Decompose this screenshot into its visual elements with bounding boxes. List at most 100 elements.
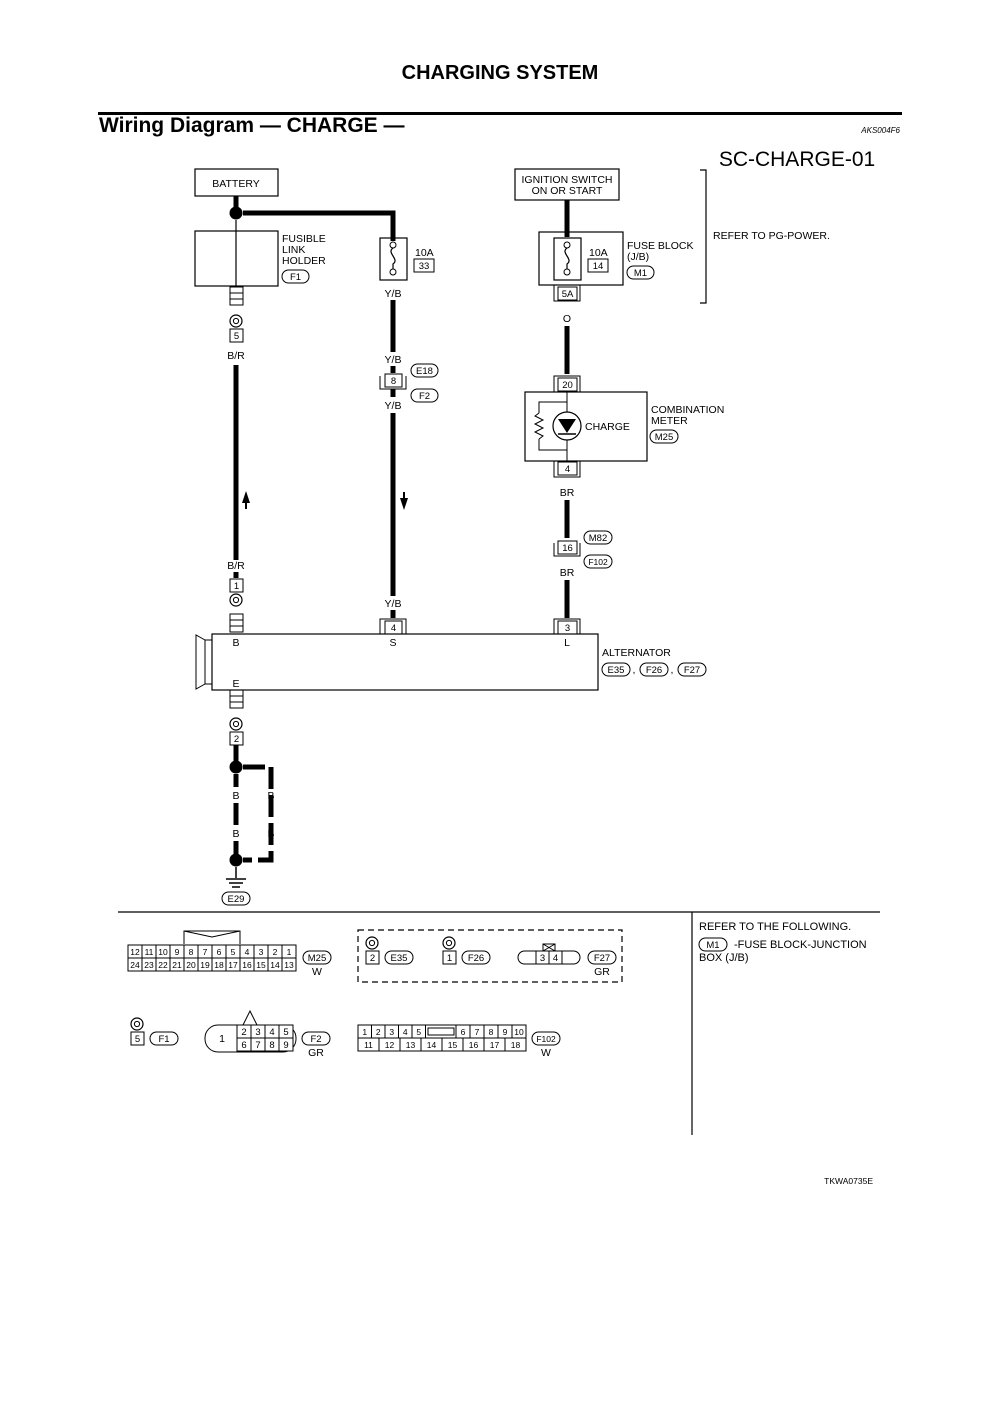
pin-label: 16	[469, 1040, 479, 1050]
title-rule	[98, 112, 902, 115]
pin-meter-20: 20	[562, 380, 573, 391]
key-slot	[427, 1027, 455, 1036]
pin-label: 11	[145, 947, 154, 957]
combination-meter-label-1: COMBINATION	[651, 404, 724, 416]
alternator-s-terminal: 4	[379, 618, 407, 635]
legend-f1-pin: 5	[135, 1034, 140, 1045]
pin-label: 6	[461, 1027, 466, 1037]
refer-following-desc-1: -FUSE BLOCK-JUNCTION	[734, 939, 867, 951]
alternator-l-terminal: 3	[553, 618, 581, 635]
doc-code: AKS004F6	[861, 126, 900, 135]
svg-text:,: ,	[633, 664, 636, 676]
pin-s-4: 4	[391, 623, 396, 634]
pin-m82-16: 16	[562, 543, 573, 554]
pin-cell	[281, 957, 297, 972]
splice-ground-top	[229, 760, 243, 774]
wire-color-b-4: B	[267, 828, 274, 840]
pin-label: 17	[490, 1040, 500, 1050]
ground-icon	[226, 878, 246, 888]
fusible-link-label-3: HOLDER	[282, 255, 326, 267]
legend-f2-color: GR	[308, 1047, 324, 1059]
wire-color-yb-4: Y/B	[385, 598, 402, 610]
pin-b-1: 1	[234, 581, 239, 592]
conn-m82-label: M82	[589, 533, 607, 544]
pin-e-2: 2	[234, 734, 239, 745]
legend-f27-color: GR	[594, 966, 610, 978]
pin-label: 18	[511, 1040, 521, 1050]
terminal-l-label: L	[564, 637, 570, 649]
conn-e35-label: E35	[608, 665, 625, 676]
ignition-switch-label-2: ON OR START	[532, 185, 603, 197]
pin-label: 23	[144, 960, 154, 970]
pin-label: 5	[416, 1027, 421, 1037]
wire-color-br-bottom: B/R	[227, 560, 245, 572]
pin-label: 1	[287, 947, 292, 957]
pin-label: 3	[389, 1027, 394, 1037]
pin-label: 9	[283, 1040, 288, 1051]
pin-label: 14	[270, 960, 280, 970]
pin-label: 2	[273, 947, 278, 957]
refer-following-title: REFER TO THE FOLLOWING.	[699, 921, 851, 933]
conn-m25-label: M25	[655, 432, 673, 443]
pin-label: 7	[203, 947, 208, 957]
meter-4-terminal: 4	[553, 461, 581, 478]
splice-ground-bottom	[229, 853, 243, 867]
pin-label: 8	[189, 947, 194, 957]
pin-l-3: 3	[565, 623, 570, 634]
fusible-link-label-2: LINK	[282, 244, 305, 256]
terminal-e-label: E	[232, 678, 239, 690]
pin-label: 8	[269, 1040, 274, 1051]
legend-m25-color: W	[312, 966, 322, 978]
fuse-block: 10A 14 FUSE BLOCK (J/B) M1	[538, 231, 694, 286]
wire-color-yb-1: Y/B	[385, 288, 402, 300]
conn-f26-label: F26	[646, 665, 662, 676]
wire-color-o: O	[563, 313, 571, 325]
diagram-code: SC-CHARGE-01	[719, 148, 875, 171]
footer-code: TKWA0735E	[824, 1176, 873, 1186]
pin-e18-8: 8	[391, 376, 396, 387]
pin-label: 13	[406, 1040, 416, 1050]
wire-color-yb-2: Y/B	[385, 354, 402, 366]
pin-label: 24	[130, 960, 140, 970]
legend-f1-name: F1	[158, 1034, 169, 1045]
legend-f2-single: 1	[219, 1033, 225, 1045]
alternator-b-terminal: 1	[229, 578, 244, 633]
pin-label: 7	[475, 1027, 480, 1037]
wire-battery-to-fuse33	[243, 210, 396, 241]
wire-color-br-top: B/R	[227, 350, 245, 362]
conn-f27-label: F27	[684, 665, 700, 676]
ignition-switch-label-1: IGNITION SWITCH	[522, 174, 613, 186]
legend-e35-pin: 2	[370, 953, 375, 964]
current-arrow-down	[400, 498, 408, 510]
fuse-33-number: 33	[419, 261, 430, 272]
pin-label: 11	[364, 1040, 373, 1050]
splice-battery	[229, 206, 243, 220]
pin-label: 10	[514, 1027, 524, 1037]
pin-label: 1	[362, 1027, 367, 1037]
pin-label: 3	[259, 947, 264, 957]
charge-lamp-label: CHARGE	[585, 421, 630, 433]
combination-meter: CHARGE COMBINATION METER M25	[524, 391, 724, 462]
pin-label: 6	[217, 947, 222, 957]
terminal-s-label: S	[389, 637, 396, 649]
terminal-b-label: B	[232, 637, 239, 649]
pin-label: 12	[130, 947, 140, 957]
pin-label: 4	[269, 1027, 274, 1038]
legend-f102-color: W	[541, 1047, 551, 1059]
battery-box: BATTERY	[194, 168, 279, 197]
pin-label: 9	[503, 1027, 508, 1037]
alternator-e-terminal: 2	[229, 689, 244, 746]
pin-label: 4	[245, 947, 250, 957]
refer-pg-power: REFER TO PG-POWER.	[713, 230, 830, 242]
pin-label: 15	[448, 1040, 458, 1050]
conn-m82-f102: 16 M82 F102	[553, 530, 613, 569]
meter-20-terminal: 20	[553, 375, 581, 392]
pin-5a: 5A	[562, 289, 574, 300]
pin-label: 20	[186, 960, 196, 970]
pin-label: 10	[158, 947, 168, 957]
pin-label: 2	[241, 1027, 246, 1038]
fusible-link-holder: FUSIBLE LINK HOLDER F1	[194, 220, 326, 287]
refer-following-conn: M1	[706, 940, 719, 951]
